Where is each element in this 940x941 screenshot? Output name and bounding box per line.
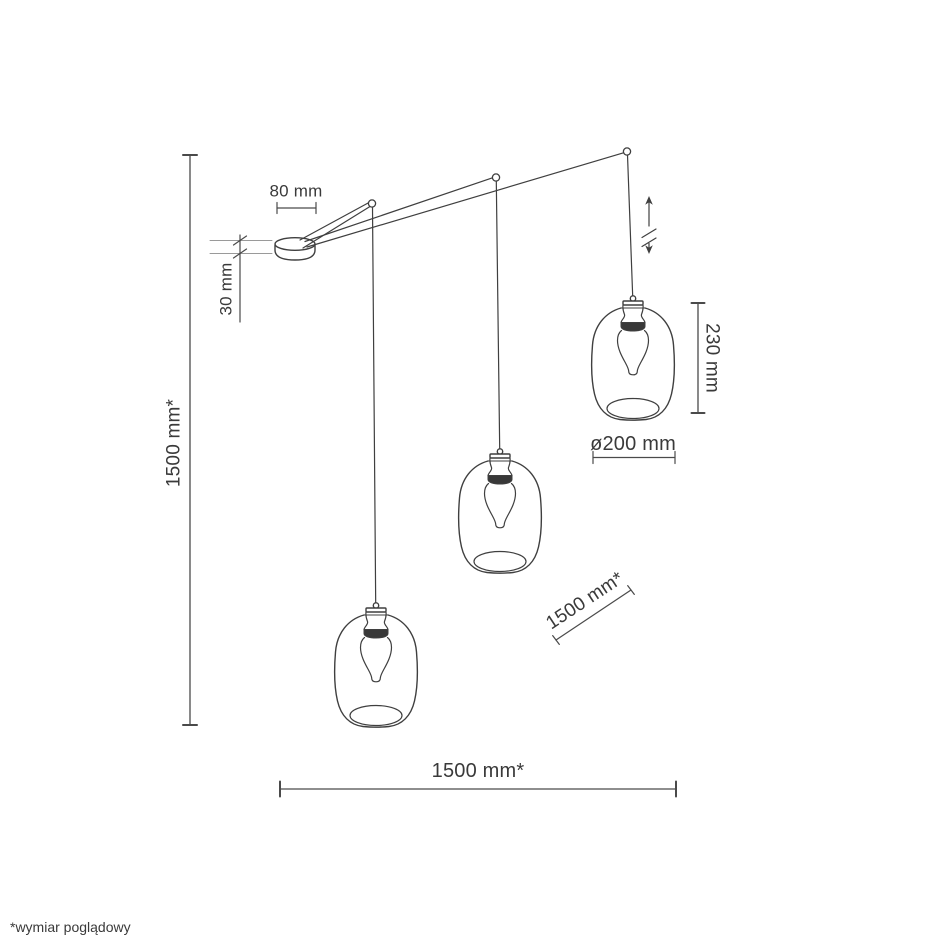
label-suspension-height: 1500 mm* [163,398,185,488]
label-shade-height: 230 mm [701,323,723,393]
suspension-cables [299,152,625,249]
drop-cable-2 [495,180,501,451]
ceiling-hook-3 [622,147,632,156]
drop-cable-1 [371,206,377,605]
label-total-width: 1500 mm* [431,760,525,782]
footnote-approximate-dimension: *wymiar poglądowy [10,919,131,935]
label-canopy-height: 30 mm [216,262,236,316]
height-adjust-arrow-icon [641,196,657,254]
pendant-lamp-right [590,295,676,421]
drop-cables [371,154,634,605]
dimension-cable-length [552,585,635,645]
ceiling-hooks [367,147,632,208]
dimension-canopy-width [276,201,317,215]
dimension-canopy-height [209,234,273,323]
pendant-lamp-left [333,602,419,728]
ceiling-canopy [274,236,316,261]
drop-cable-3 [626,154,634,298]
label-shade-diameter: ø200 mm [590,433,676,455]
dimension-suspension-height [182,154,198,726]
dimension-shade-diameter [592,450,676,465]
dimension-shade-height [690,302,706,414]
ceiling-hook-2 [491,173,501,182]
dimension-total-width [279,780,677,798]
pendant-lamp-middle [457,448,543,574]
label-canopy-width: 80 mm [269,181,323,201]
ceiling-hook-1 [367,199,377,208]
